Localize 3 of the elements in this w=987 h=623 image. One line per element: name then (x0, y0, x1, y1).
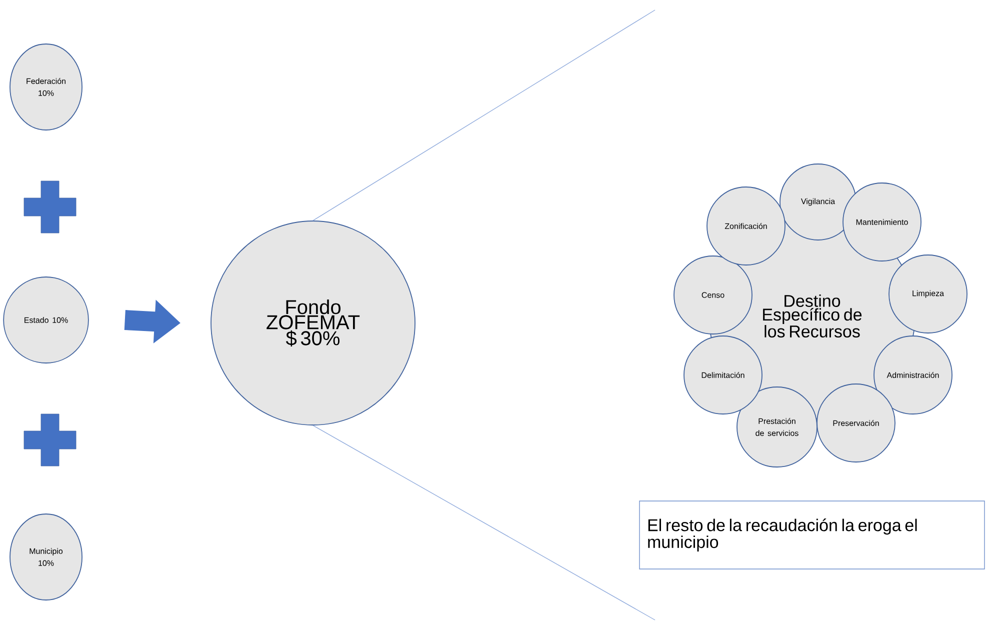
line (312, 10, 656, 221)
line (312, 425, 656, 620)
text-box: El resto de la recaudación la eroga el municipio (639, 500, 985, 570)
